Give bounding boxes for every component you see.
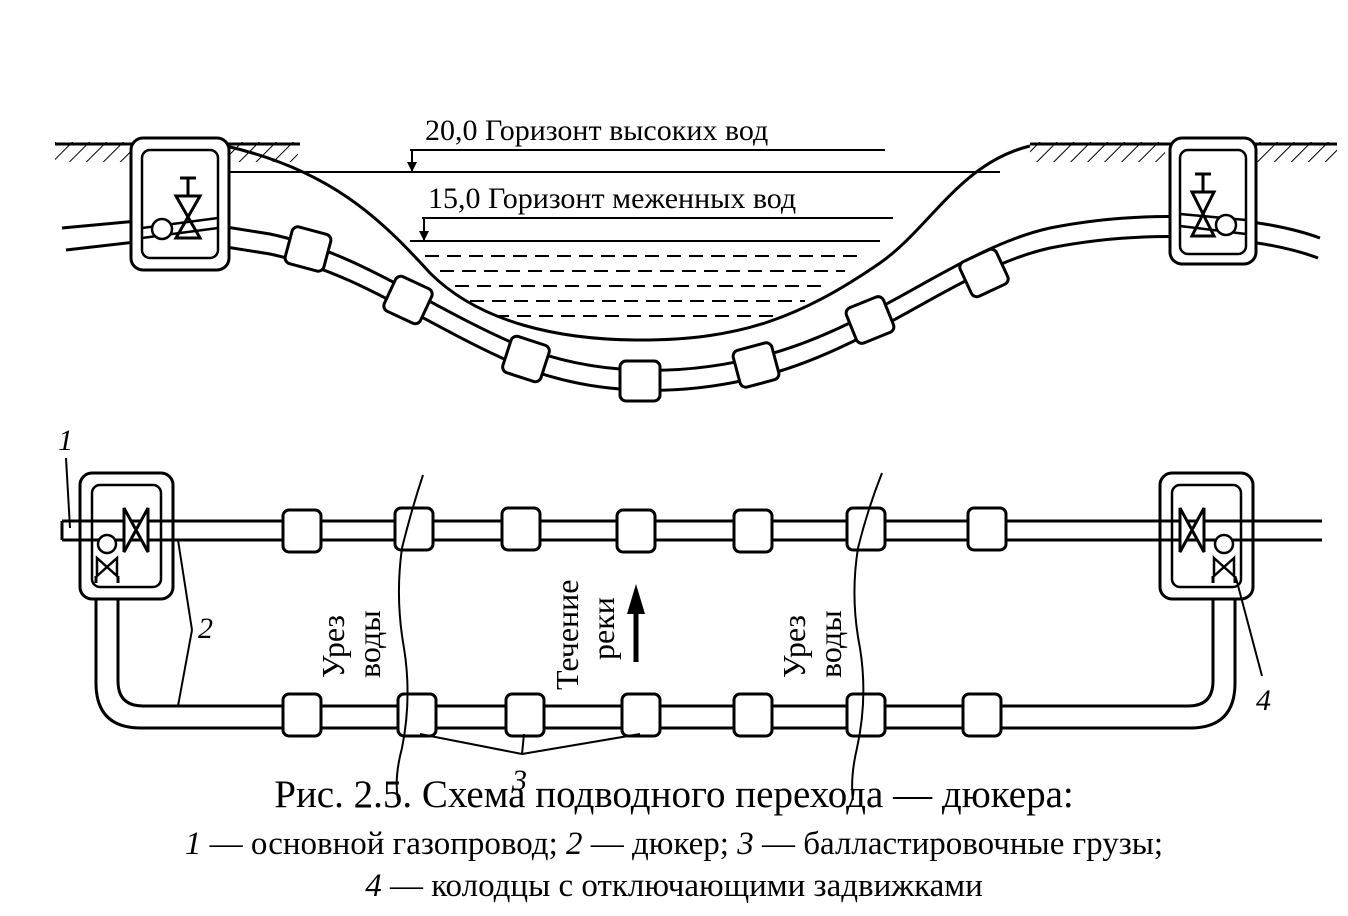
plan-view: Урез воды Урез воды Течение реки 1 2 3 4: [58, 424, 1322, 801]
ground-hatch-right: [1255, 142, 1337, 162]
legend-num-2: 2: [566, 826, 583, 862]
ballast-weight: [382, 274, 434, 326]
legend-text-3: — балластировочные грузы;: [753, 826, 1164, 862]
low-water-arrow: [419, 231, 429, 241]
waterline-left: [395, 474, 424, 801]
figure-caption-legend-line-2: 4 — колодцы с отключающими задвижками: [0, 868, 1348, 905]
ballast-weight: [618, 359, 662, 403]
culvert-outer-edge: [94, 583, 1237, 730]
low-water-label: 15,0 Горизонт меженных вод: [428, 182, 796, 215]
callout-3-leader-b: [521, 733, 525, 755]
figure-caption-legend-line-1: 1 — основной газопровод; 2 — дюкер; 3 — …: [0, 826, 1348, 863]
svg-text:воды: воды: [351, 610, 387, 678]
ballast-weight: [958, 247, 1010, 299]
plan-ballast-weights-culvert: [281, 692, 1003, 738]
callout-3-leader-c: [521, 733, 641, 755]
culvert-inner-edge: [116, 583, 1215, 708]
ballast-weight: [961, 692, 1003, 738]
plan-ballast-weights-main: [281, 506, 1008, 554]
valve-drive-icon: [150, 217, 174, 241]
legend-num-1: 1: [184, 826, 202, 862]
ballast-weight: [845, 506, 887, 552]
callout-4: 4: [1256, 684, 1271, 717]
legend-num-4: 4: [365, 868, 382, 904]
ballast-weight: [732, 692, 774, 738]
legend-text-4: — колодцы с отключающими задвижками: [381, 868, 983, 904]
pipe-upper-edge: [61, 215, 1321, 372]
ballast-weight: [501, 334, 551, 384]
ballast-weight: [732, 508, 774, 554]
river-flow-arrow-head: [627, 584, 645, 614]
river-flow-label: Течение реки: [549, 580, 621, 690]
gate-valve-icon: [1189, 190, 1217, 238]
plan-well-left: [62, 471, 175, 601]
gate-valve-icon: [173, 194, 203, 240]
svg-text:Урез: Урез: [315, 615, 351, 678]
ballast-weight: [500, 506, 542, 552]
callout-3: 3: [511, 764, 527, 797]
ground-hatch-right-2: [1030, 142, 1165, 162]
callout-2-leader-b: [177, 629, 193, 707]
legend-text-1: — основной газопровод;: [201, 826, 566, 862]
ground-hatch-left: [55, 142, 130, 162]
valve-drive-icon: [1213, 533, 1235, 555]
high-water-arrow: [407, 162, 417, 172]
ballast-weight: [966, 506, 1008, 552]
ballast-weight: [615, 508, 657, 554]
water-dashes: [425, 255, 860, 317]
callout-1: 1: [58, 424, 73, 457]
ground-hatch-left-2: [228, 142, 298, 162]
callout-2-leader-a: [177, 539, 193, 631]
ballast-weight: [504, 692, 546, 738]
figure-caption-title: Рис. 2.5. Схема подводного перехода — дю…: [274, 773, 1074, 816]
svg-text:воды: воды: [812, 610, 848, 678]
callout-3-leader-a: [419, 733, 523, 755]
legend-text-2: — дюкер;: [582, 826, 738, 862]
ballast-weight: [281, 692, 323, 738]
riverbed: [225, 144, 1031, 342]
ballast-weight: [844, 295, 896, 345]
profile-view: 20,0 Горизонт высоких вод 15,0 Горизонт …: [55, 114, 1337, 403]
svg-text:Урез: Урез: [776, 615, 812, 678]
legend-num-3: 3: [737, 826, 754, 862]
ballast-weight: [393, 506, 435, 552]
waterline-right: [851, 472, 883, 801]
callout-1-leader: [65, 457, 71, 529]
gate-valve-icon: [1178, 507, 1206, 553]
ballast-weight: [281, 508, 323, 554]
waterline-right-label: Урез воды: [776, 610, 848, 678]
callout-2: 2: [198, 612, 213, 645]
valve-drive-icon: [1214, 213, 1238, 237]
ballast-weight: [731, 341, 781, 389]
ballast-weight: [845, 692, 887, 738]
profile-well-right: [1168, 136, 1258, 266]
profile-ballast-weights: [283, 225, 1010, 403]
gate-valve-icon: [122, 507, 150, 553]
valve-drive-icon: [96, 533, 118, 555]
svg-text:реки: реки: [585, 597, 621, 660]
ballast-weight: [396, 692, 438, 738]
high-water-label: 20,0 Горизонт высоких вод: [425, 114, 768, 147]
svg-text:Течение: Течение: [549, 580, 585, 690]
profile-well-left: [129, 136, 231, 272]
callout-4-leader: [1235, 577, 1263, 677]
gate-valve-icon: [95, 555, 119, 579]
plan-well-right: [1158, 471, 1322, 601]
ballast-weight: [620, 692, 662, 738]
waterline-left-label: Урез воды: [315, 610, 387, 678]
ballast-weight: [283, 225, 333, 273]
gate-valve-icon: [1212, 555, 1236, 579]
